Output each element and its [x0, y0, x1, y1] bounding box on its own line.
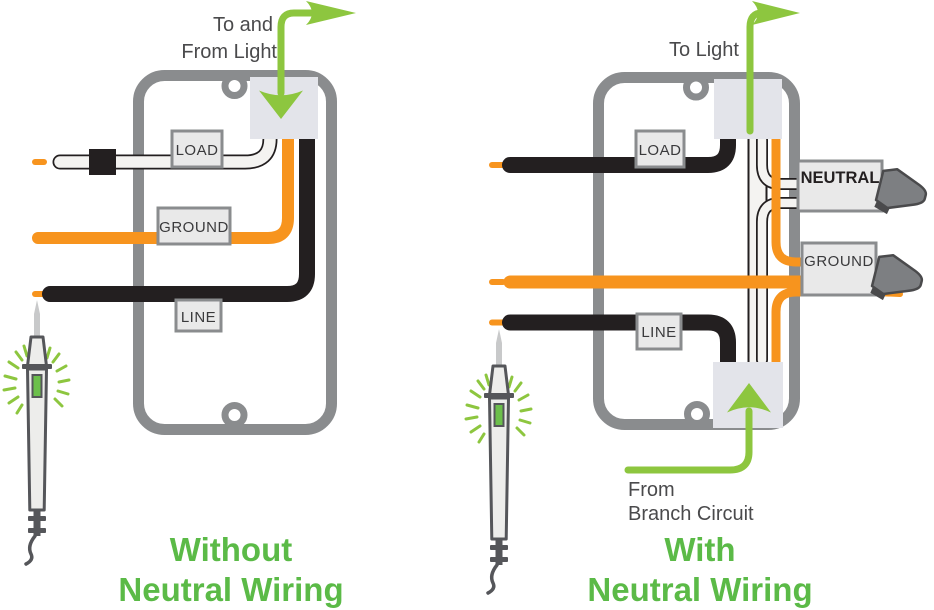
line-label-right-text: LINE [641, 324, 676, 341]
arrow-head-up [727, 383, 771, 413]
ground-branch-top [771, 132, 811, 267]
from-branch-circuit-arrow [624, 383, 771, 474]
ground-wire-nut [868, 250, 928, 310]
load-label-text: LOAD [176, 142, 219, 159]
ground-label-right: GROUND [800, 241, 878, 297]
neutral-label-text: NEUTRAL [801, 169, 880, 187]
from-text: From [628, 479, 675, 501]
ground-branch-bottom [771, 287, 811, 367]
screw-hole-top-left-plate [221, 73, 248, 99]
load-wire-white [54, 130, 276, 168]
screw-hole-bottom-left-plate [221, 402, 248, 428]
arrow-head-right [306, 1, 356, 25]
to-light-arrow [746, 1, 800, 135]
to-and-text: To and [213, 14, 273, 36]
line-label: LINE [174, 298, 223, 333]
screw-hole-top-right-plate [683, 74, 709, 101]
load-label-right-text: LOAD [639, 142, 682, 159]
diagram-without-neutral: LOAD GROUND LINE To and From Light Witho… [2, 1, 356, 608]
left-title-line2: Neutral Wiring [118, 571, 343, 608]
line-label-text: LINE [181, 309, 216, 326]
voltage-tester-left [2, 298, 71, 566]
ground-label-text: GROUND [159, 219, 229, 236]
neutral-wire-nut [872, 164, 932, 224]
ground-label: GROUND [156, 206, 232, 246]
arrow-head-right-top [752, 1, 800, 25]
line-wire-left [42, 126, 315, 302]
right-title-line2: Neutral Wiring [587, 571, 812, 608]
neutral-label: NEUTRAL [796, 159, 884, 213]
load-label: LOAD [170, 129, 224, 169]
left-title-line1: Without [170, 531, 292, 568]
load-wire-tape-mark [89, 149, 116, 175]
screw-hole-bottom-right-plate [684, 401, 710, 427]
to-light-text: To Light [669, 39, 739, 61]
diagram-with-neutral: LOAD LINE NEUTRAL GROUND To Light From [464, 1, 932, 608]
load-wire-right [502, 126, 736, 173]
to-from-light-arrow [259, 1, 356, 119]
voltage-tester-right [464, 327, 533, 595]
line-label-right: LINE [635, 312, 683, 351]
from-light-text: From Light [181, 41, 277, 63]
branch-circuit-text: Branch Circuit [628, 503, 754, 525]
arrow-head-down [259, 90, 303, 119]
line-wire-right [502, 314, 736, 372]
ground-wire-left [32, 128, 294, 244]
load-label-right: LOAD [634, 129, 686, 169]
ground-label-right-text: GROUND [804, 253, 874, 270]
right-title-line1: With [664, 531, 735, 568]
